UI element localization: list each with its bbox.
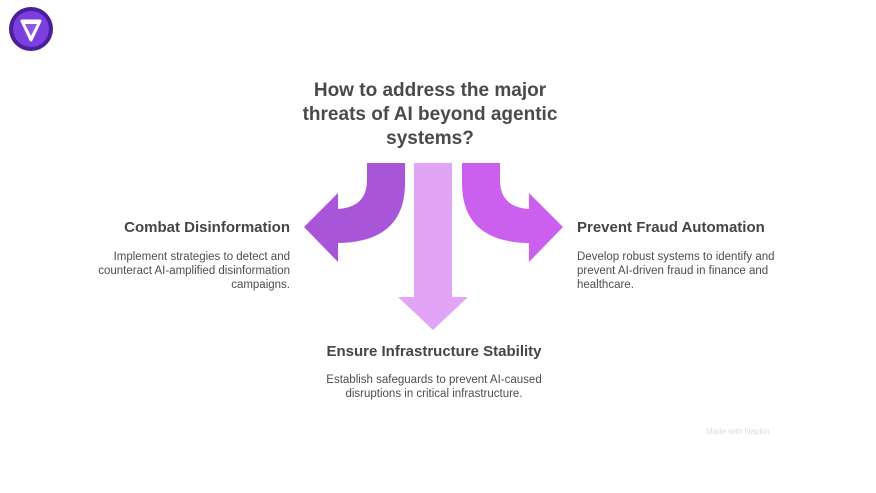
watermark: Made with Napkin	[706, 427, 770, 436]
diagram-title: How to address the major threats of AI b…	[302, 80, 558, 149]
right-description: Develop robust systems to identify and p…	[577, 251, 775, 291]
left-arrow	[304, 163, 405, 262]
left-heading: Combat Disinformation	[124, 219, 290, 236]
app-logo-icon	[9, 7, 53, 51]
left-description: Implement strategies to detect and count…	[98, 251, 290, 291]
right-arrow	[462, 163, 563, 262]
middle-arrow	[398, 163, 468, 330]
right-heading: Prevent Fraud Automation	[577, 219, 765, 236]
middle-heading: Ensure Infrastructure Stability	[326, 343, 542, 360]
middle-description: Establish safeguards to prevent AI-cause…	[326, 374, 542, 400]
